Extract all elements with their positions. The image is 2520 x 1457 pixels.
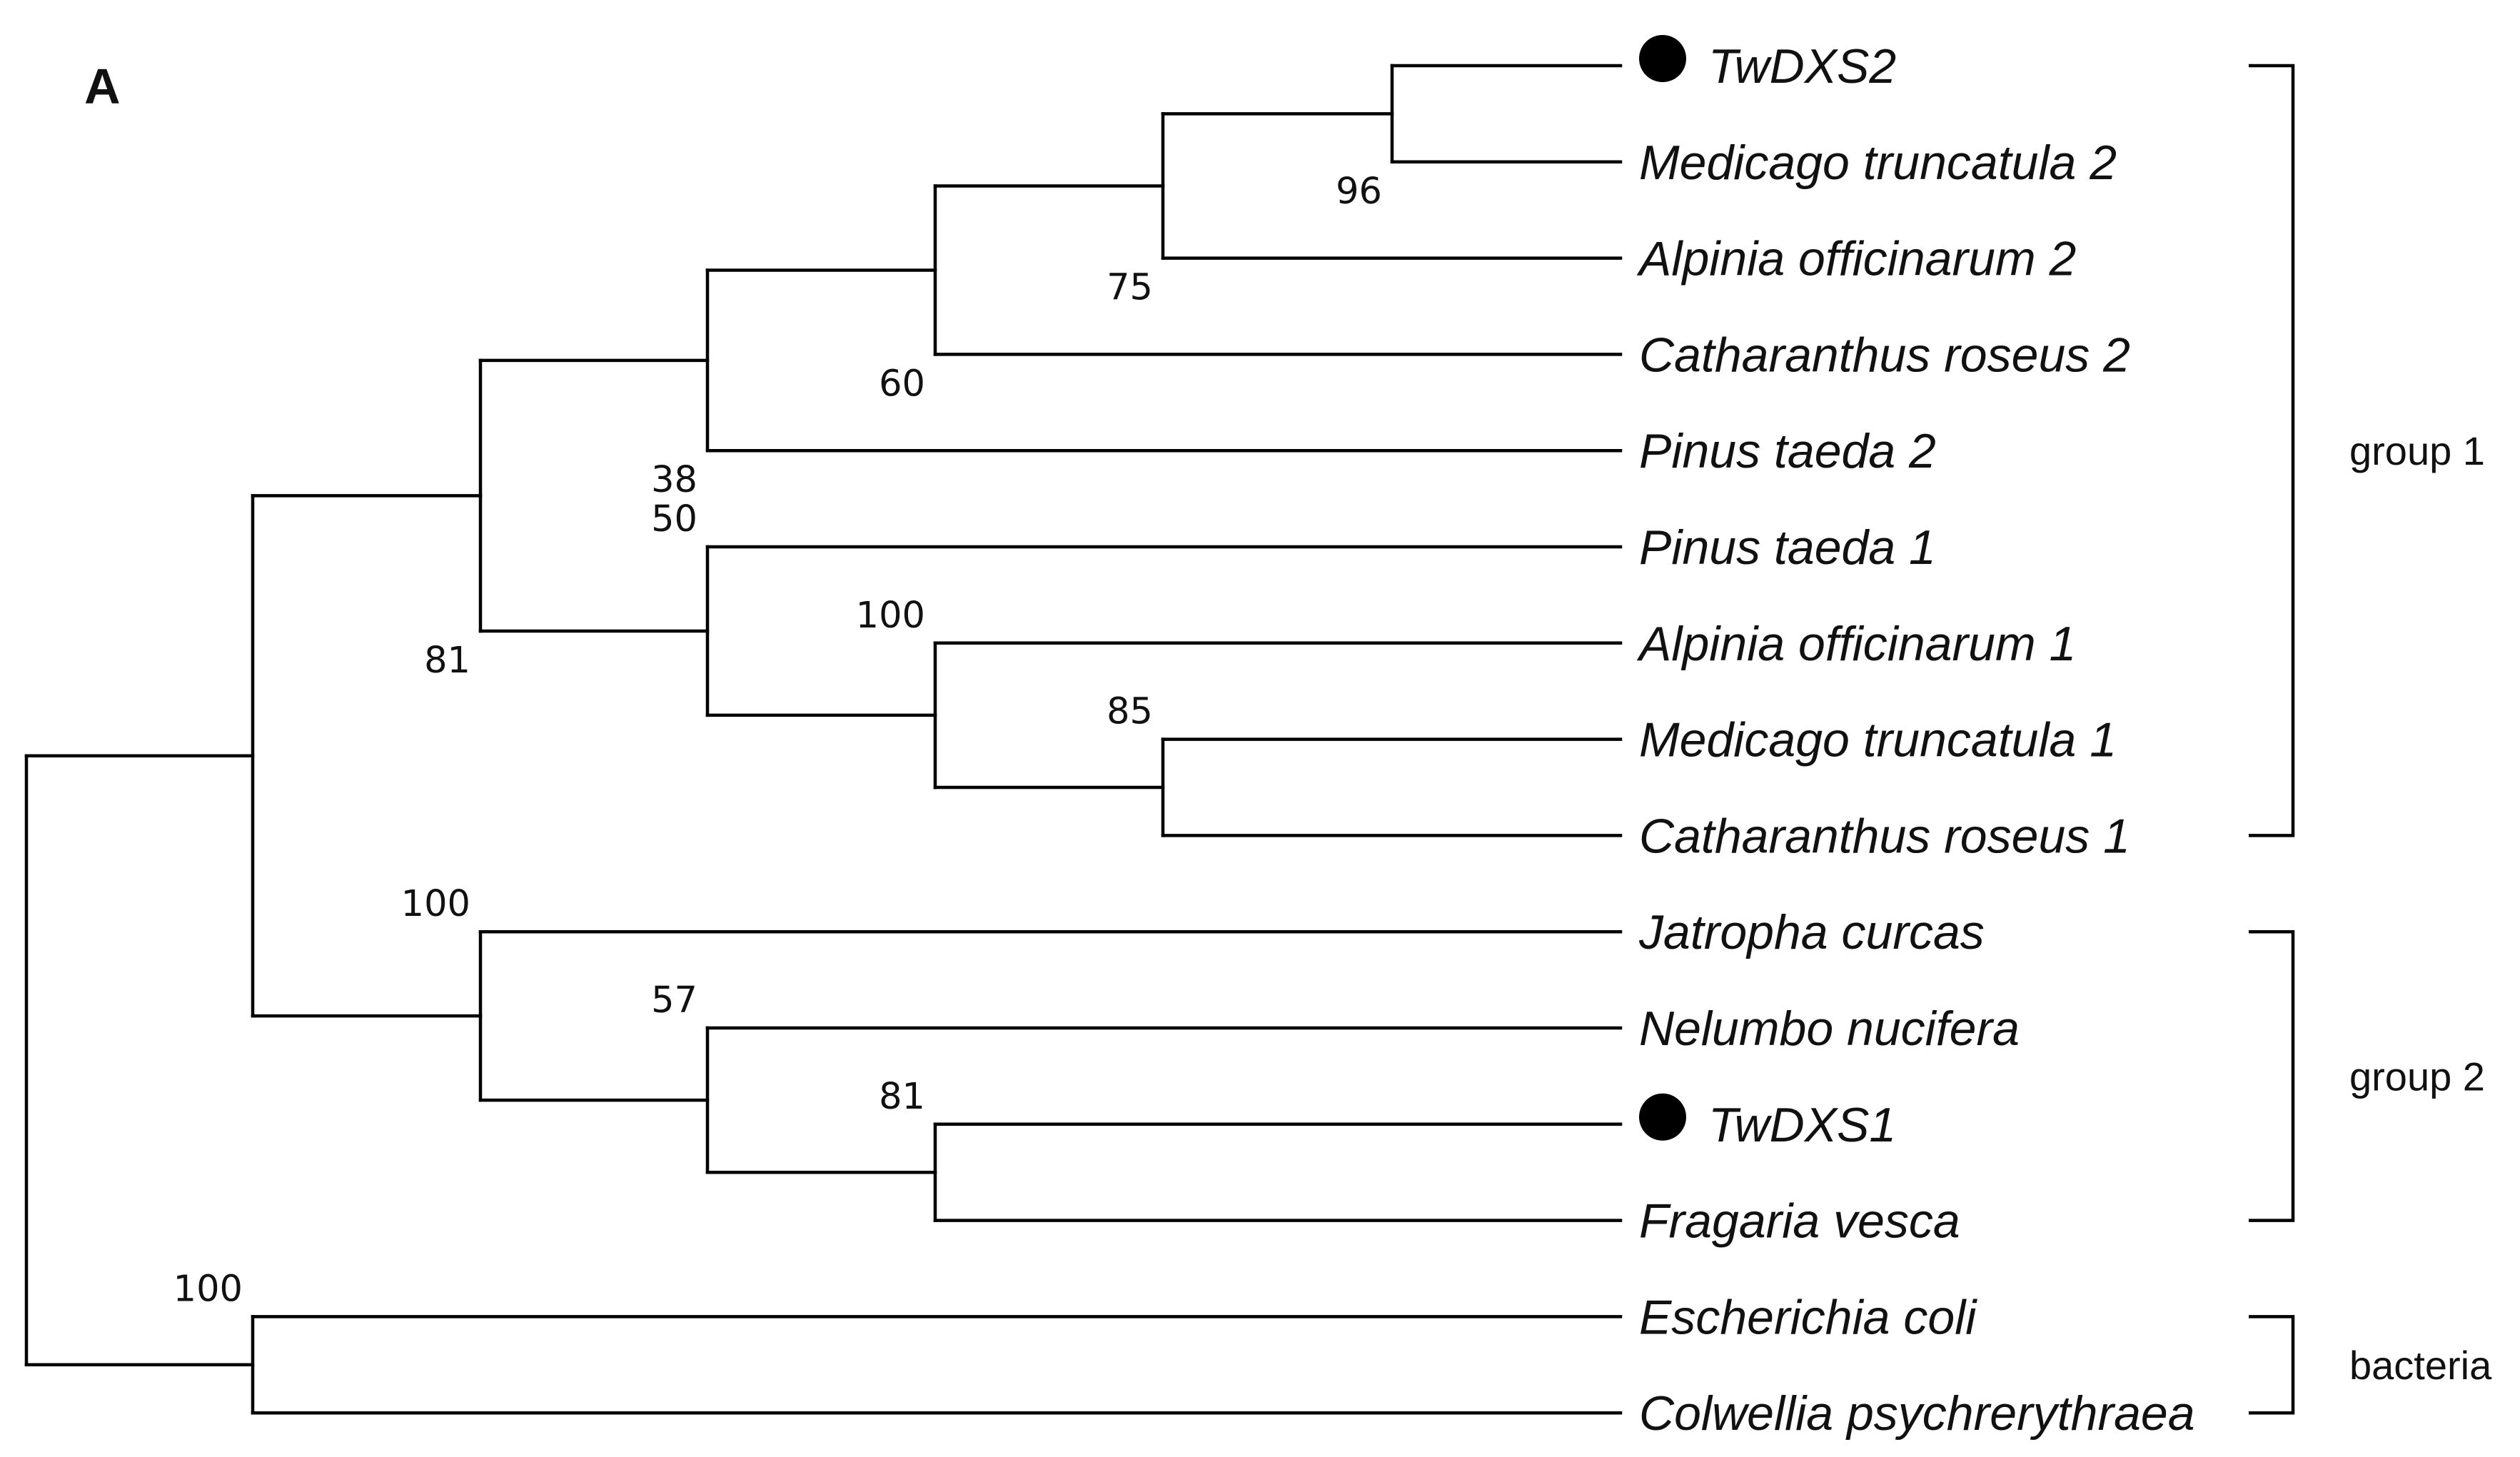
bootstrap-value: 57 xyxy=(651,979,697,1022)
bootstrap-value: 81 xyxy=(424,640,470,682)
group-label-bacteria: bacteria xyxy=(2349,1343,2492,1388)
bootstrap-value: 96 xyxy=(1336,171,1382,213)
bracket-bacteria xyxy=(2249,1315,2295,1415)
bootstrap-value: 100 xyxy=(173,1268,243,1310)
bootstrap-value: 100 xyxy=(401,883,470,925)
taxon-label-alpinia-officinarum-1: Alpinia officinarum 1 xyxy=(1636,617,2076,671)
bootstrap-value: 85 xyxy=(1107,691,1153,733)
bracket-group-2 xyxy=(2249,929,2295,1222)
filled-circle-marker xyxy=(1639,35,1686,82)
panel-label: A xyxy=(84,59,121,114)
bracket-group-1 xyxy=(2249,64,2295,837)
bootstrap-value: 60 xyxy=(879,363,925,405)
bootstrap-value: 38 xyxy=(651,459,697,501)
taxon-label-pinus-taeda-2: Pinus taeda 2 xyxy=(1639,424,1936,478)
bootstrap-value: 75 xyxy=(1107,267,1153,309)
group-label-group-1: group 1 xyxy=(2349,428,2485,473)
group-brackets: group 1 group 2 bacteria xyxy=(2249,64,2492,1415)
taxon-label-catharanthus-roseus-2: Catharanthus roseus 2 xyxy=(1639,328,2130,382)
bootstrap-value: 81 xyxy=(879,1076,925,1118)
taxon-markers xyxy=(1639,35,1686,1141)
taxon-label-pinus-taeda-1: Pinus taeda 1 xyxy=(1639,520,1936,575)
taxon-label-escherichia-coli: Escherichia coli xyxy=(1639,1290,1977,1344)
bootstrap-value: 50 xyxy=(651,498,697,540)
taxon-label-catharanthus-roseus-1: Catharanthus roseus 1 xyxy=(1639,809,2130,863)
tree-branches xyxy=(24,64,1623,1415)
taxon-label-medicago-truncatula-2: Medicago truncatula 2 xyxy=(1639,136,2117,190)
taxon-label-nelumbo-nucifera: Nelumbo nucifera xyxy=(1639,1002,2020,1056)
support-values: 81 38 60 75 96 50 100 85 100 57 81 100 xyxy=(173,171,1382,1311)
taxon-label-alpinia-officinarum-2: Alpinia officinarum 2 xyxy=(1636,232,2076,286)
filled-circle-marker xyxy=(1639,1093,1686,1141)
taxon-label-fragaria-vesca: Fragaria vesca xyxy=(1639,1194,1960,1249)
taxon-label-jatropha-curcas: Jatropha curcas xyxy=(1638,905,1985,959)
bootstrap-value: 100 xyxy=(856,595,925,637)
taxon-label-colwellia-psychrerythraea: Colwellia psychrerythraea xyxy=(1639,1386,2195,1441)
taxon-label-medicago-truncatula-1: Medicago truncatula 1 xyxy=(1639,713,2117,767)
taxon-label-twdxs1: TwDXS1 xyxy=(1708,1098,1896,1152)
taxon-label-twdxs2: TwDXS2 xyxy=(1708,39,1896,94)
group-label-group-2: group 2 xyxy=(2349,1054,2485,1099)
